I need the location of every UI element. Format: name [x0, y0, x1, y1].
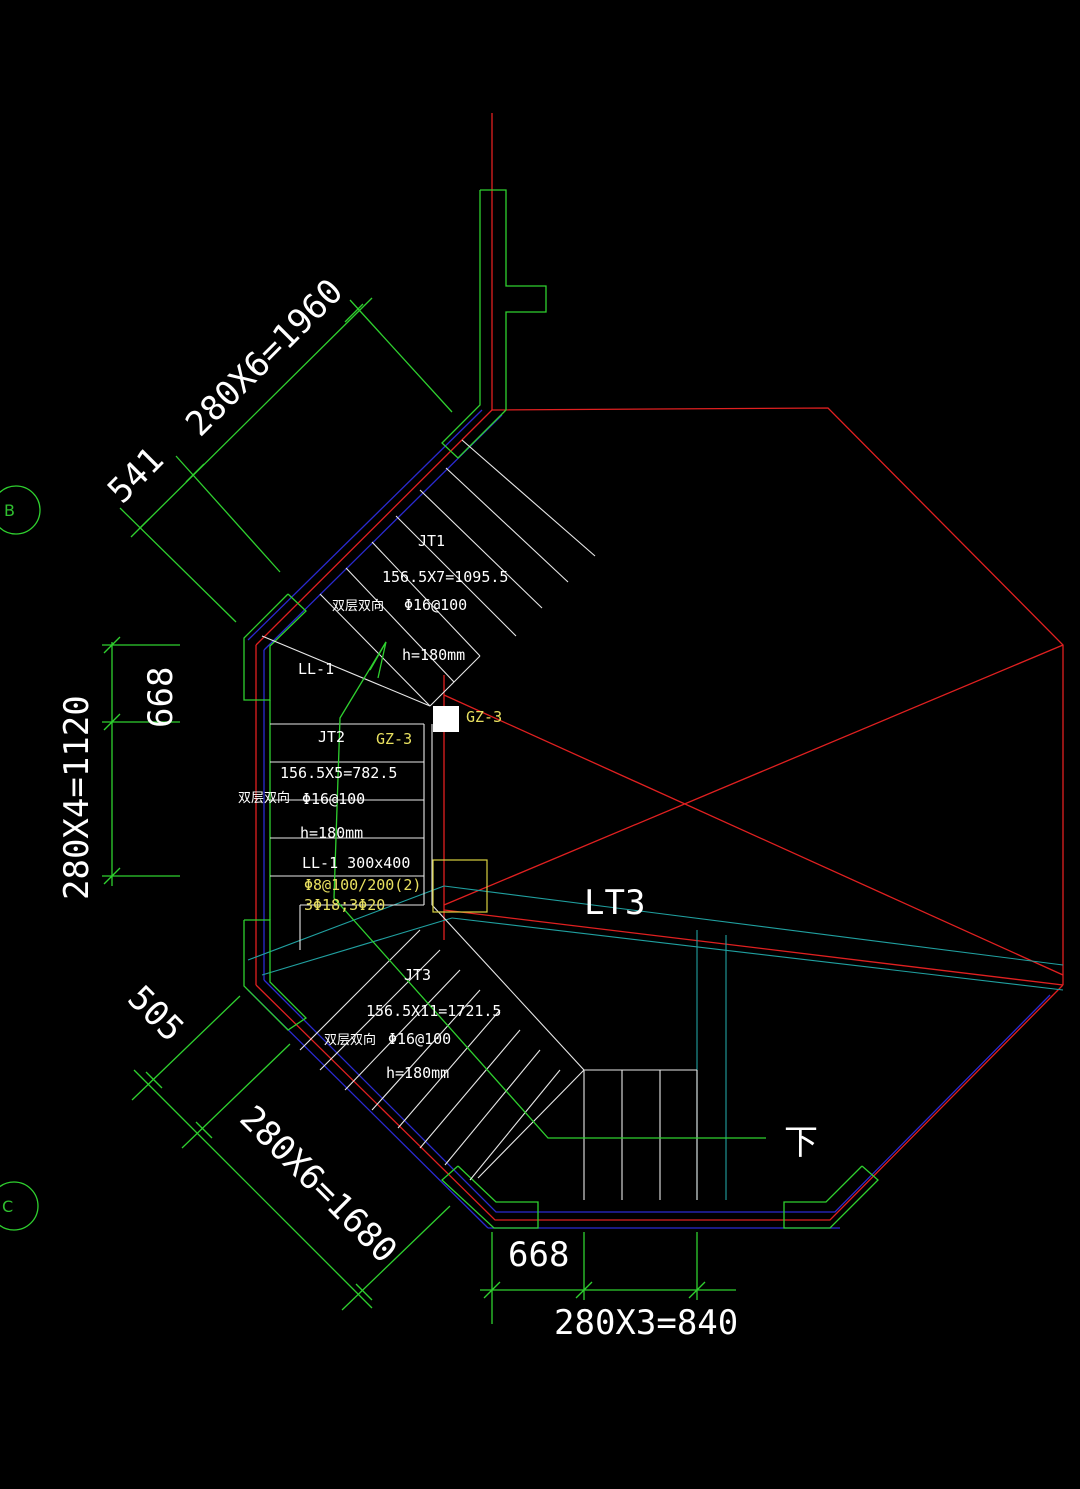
- axis-markers: B C: [0, 485, 41, 1231]
- dim-left-vert-main: 280X4=1120: [57, 695, 97, 900]
- jt1-rebar: Φ16@100: [404, 596, 467, 614]
- gz3-label-left: GZ-3: [376, 730, 412, 748]
- jt2-thickness: h=180mm: [300, 824, 363, 842]
- ll1-label: LL-1: [298, 660, 334, 678]
- flight-jt3-notes: JT3 156.5X11=1721.5 双层双向 Φ16@100 h=180mm: [324, 966, 501, 1082]
- column-gz3-top: [433, 706, 459, 732]
- ll1-bars: 3Φ18;3Φ20: [304, 896, 385, 914]
- jt1-layer: 双层双向: [332, 598, 384, 614]
- slab-lines: [247, 885, 1064, 1200]
- stair-label: LT3: [584, 883, 645, 923]
- dim-bottom-offset: 668: [508, 1235, 569, 1275]
- stair-treads: [261, 439, 698, 1200]
- dim-top-diag-main: 280X6=1960: [178, 271, 351, 444]
- jt3-name: JT3: [404, 966, 431, 984]
- jt1-thickness: h=180mm: [402, 646, 465, 664]
- jt3-layer: 双层双向: [324, 1032, 376, 1048]
- wall-outlines: [243, 189, 879, 1229]
- dim-left-vert-offset: 668: [141, 667, 181, 728]
- axis-label-upper: B: [4, 501, 15, 520]
- flight-jt1-notes: JT1 156.5X7=1095.5 双层双向 Φ16@100 h=180mm: [332, 532, 508, 664]
- ll1-spec: LL-1 300x400: [302, 854, 410, 872]
- jt1-name: JT1: [418, 532, 445, 550]
- beam-notes: LL-1 LL-1 300x400 Φ8@100/200(2) 3Φ18;3Φ2…: [298, 660, 502, 914]
- jt2-layer: 双层双向: [238, 790, 290, 806]
- dim-bottom-main: 280X3=840: [554, 1303, 738, 1343]
- dim-bottom-diag-main: 280X6=1680: [232, 1098, 405, 1271]
- jt1-steps: 156.5X7=1095.5: [382, 568, 508, 586]
- ll1-stirrup: Φ8@100/200(2): [304, 876, 421, 894]
- jt2-rebar: Φ16@100: [302, 790, 365, 808]
- jt3-steps: 156.5X11=1721.5: [366, 1002, 501, 1020]
- jt2-steps: 156.5X5=782.5: [280, 764, 397, 782]
- walk-arrow: [333, 641, 766, 1139]
- column-box-bottom: [432, 859, 488, 913]
- columns: [432, 706, 488, 913]
- down-label: 下: [784, 1123, 818, 1163]
- jt3-rebar: Φ16@100: [388, 1030, 451, 1048]
- jt2-name: JT2: [318, 728, 345, 746]
- dim-bottom-diag-offset: 505: [120, 978, 192, 1050]
- red-axis-lines: [255, 113, 1064, 1221]
- jt3-thickness: h=180mm: [386, 1064, 449, 1082]
- dimension-lines: [102, 297, 736, 1324]
- flight-jt2-notes: JT2 156.5X5=782.5 双层双向 Φ16@100 h=180mm: [238, 728, 397, 842]
- dim-top-diag-offset: 541: [100, 440, 172, 512]
- axis-label-lower: C: [2, 1197, 13, 1216]
- axis-circle-lower: [0, 1181, 39, 1231]
- axis-circle-upper: [0, 485, 41, 535]
- gz3-label-right: GZ-3: [466, 708, 502, 726]
